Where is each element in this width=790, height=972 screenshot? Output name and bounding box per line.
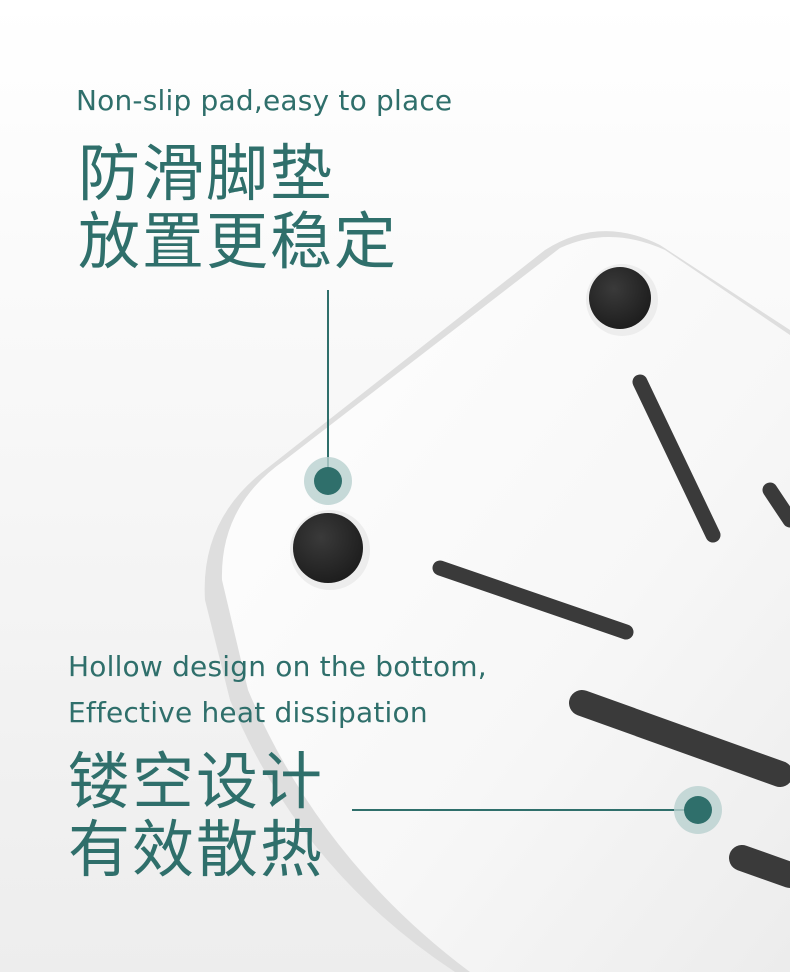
hollow-caption-line2: Effective heat dissipation <box>68 696 428 729</box>
callout-dot-hollow <box>684 796 712 824</box>
vent-slot <box>762 482 790 528</box>
hollow-title-line1: 镂空设计 <box>68 745 325 818</box>
pad-top <box>589 267 651 329</box>
vent-slot <box>729 845 790 888</box>
hollow-title-line2: 有效散热 <box>68 813 325 886</box>
product-body <box>221 236 790 972</box>
nonslip-title-line2: 放置更稳定 <box>78 205 399 278</box>
hollow-title-cn: 镂空设计 有效散热 <box>68 748 324 884</box>
nonslip-title-cn: 防滑脚垫 放置更稳定 <box>78 140 398 276</box>
callout-dot-nonslip <box>314 467 342 495</box>
vent-slot <box>569 690 790 787</box>
hollow-caption-line1: Hollow design on the bottom, <box>68 650 487 683</box>
hollow-caption-en: Hollow design on the bottom, Effective h… <box>68 644 487 736</box>
nonslip-caption-en: Non-slip pad,easy to place <box>76 84 453 117</box>
vent-slot <box>632 374 721 543</box>
nonslip-title-line1: 防滑脚垫 <box>78 137 335 210</box>
pad-bottom <box>293 513 363 583</box>
vent-slot <box>432 560 634 640</box>
